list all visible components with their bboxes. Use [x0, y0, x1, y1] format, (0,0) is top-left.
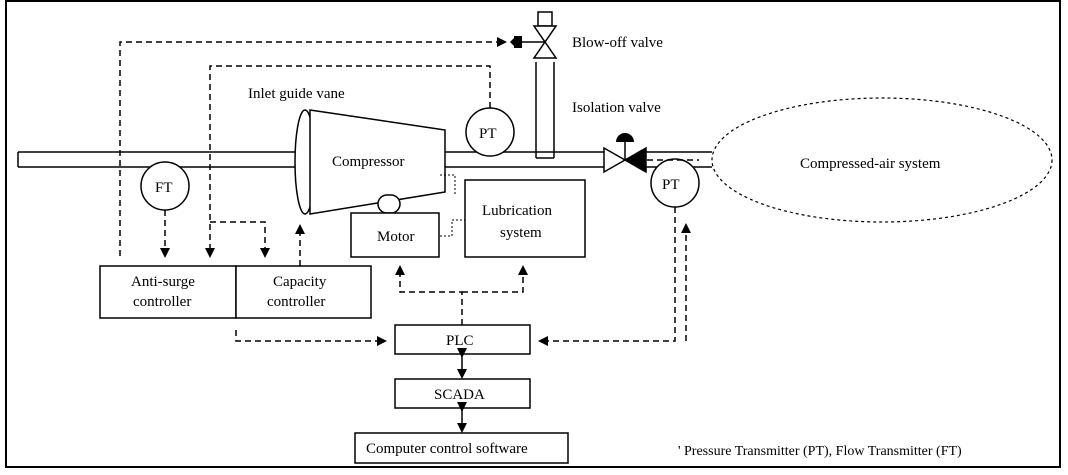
blowoff-valve-symbol [510, 11, 558, 59]
capacity-label-line2: controller [267, 294, 325, 310]
isolation-valve-symbol [603, 133, 647, 174]
antisurge-label-line1: Anti-surge [131, 274, 195, 290]
scada-label: SCADA [434, 387, 485, 403]
ft-label: FT [155, 180, 173, 196]
blowoff-valve-label: Blow-off valve [572, 35, 663, 51]
lube-compressor-link [440, 174, 456, 196]
lubrication-label-line2: system [500, 225, 542, 241]
plc-label: PLC [446, 333, 474, 349]
compressed-air-system-shape [711, 97, 1053, 223]
lubrication-box [464, 179, 586, 258]
compressed-air-system-label: Compressed-air system [800, 156, 941, 172]
footnote: ' Pressure Transmitter (PT), Flow Transm… [678, 444, 962, 459]
capacity-label-line1: Capacity [273, 274, 327, 290]
lubrication-label-line1: Lubrication [482, 203, 552, 219]
capacity-controller-box [235, 265, 372, 319]
compressor-label: Compressor [332, 154, 405, 170]
pt-top-label: PT [479, 126, 497, 142]
software-box [354, 432, 569, 464]
antisurge-label-line2: controller [133, 294, 191, 310]
software-label: Computer control software [366, 441, 528, 457]
inlet-guide-vane-label: Inlet guide vane [248, 86, 345, 102]
blowoff-pipe [535, 62, 555, 159]
antisurge-controller-box [99, 265, 237, 319]
pt-right-label: PT [662, 177, 680, 193]
motor-label: Motor [377, 229, 415, 245]
isolation-valve-label: Isolation valve [572, 100, 661, 116]
signal-lines [119, 37, 699, 346]
outer-border [5, 0, 1061, 468]
lube-motor-link [440, 219, 465, 237]
motor-shaft [377, 194, 401, 214]
motor-box [350, 212, 440, 258]
compressor-body [309, 109, 446, 215]
